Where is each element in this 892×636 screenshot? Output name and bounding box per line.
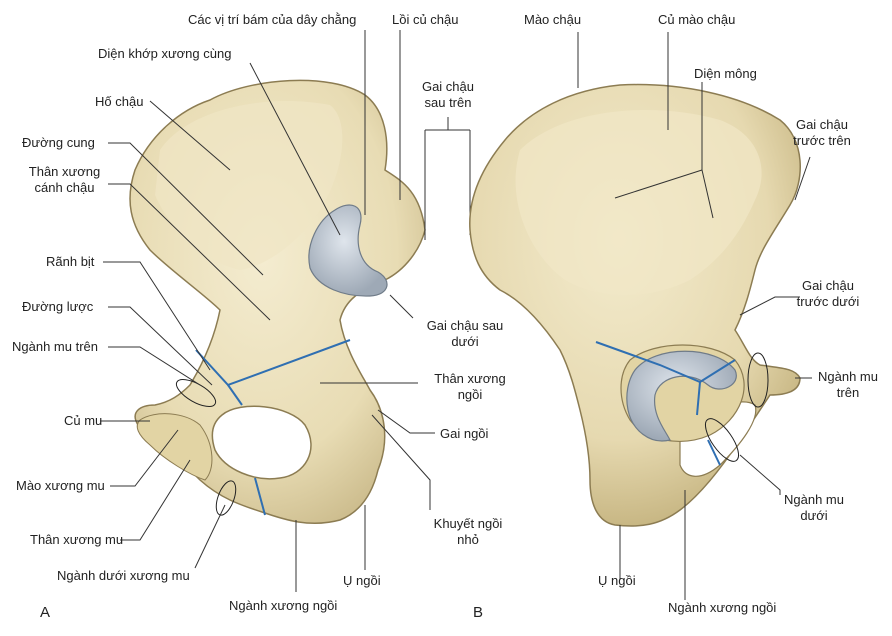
label-inferior-pubic-ramus-b: Ngành mu dưới bbox=[774, 492, 854, 524]
auricular-surface-cartilage bbox=[308, 204, 388, 297]
obturator-foramen-a bbox=[211, 405, 312, 480]
label-psis: Gai chậu sau trên bbox=[418, 79, 478, 111]
label-iliac-crest: Mào chậu bbox=[524, 12, 582, 27]
label-inferior-pubic-ramus-b-line2: dưới bbox=[800, 508, 828, 523]
label-superior-pubic-ramus-b: Ngành mu trên bbox=[808, 369, 888, 401]
label-superior-pubic-ramus-b-line2: trên bbox=[836, 385, 860, 400]
label-auricular-surface: Diện khớp xương cùng bbox=[98, 46, 232, 61]
suture-line-a-2 bbox=[227, 384, 243, 406]
label-asis-line2: trước trên bbox=[793, 133, 851, 148]
label-asis-line1: Gai chậu bbox=[795, 117, 849, 132]
label-ilium-body: Thân xương cánh chậu bbox=[22, 164, 107, 196]
label-aiis: Gai chậu trước dưới bbox=[788, 278, 868, 310]
suture-line-a-3 bbox=[254, 477, 266, 516]
label-superior-pubic-ramus-b-line1: Ngành mu bbox=[818, 369, 878, 384]
label-lesser-sciatic-notch: Khuyết ngồi nhỏ bbox=[418, 516, 518, 548]
label-ischium-body-line1: Thân xương bbox=[434, 371, 506, 386]
inferior-ramus-section-b bbox=[704, 418, 740, 462]
label-iliac-fossa: Hố chậu bbox=[95, 94, 144, 109]
suture-line-b-3 bbox=[707, 439, 721, 466]
iliac-fossa-shade bbox=[155, 101, 343, 270]
label-asis: Gai chậu trước trên bbox=[782, 117, 862, 149]
pubic-symphysis-surface bbox=[136, 413, 213, 481]
label-pectineal-line: Đường lược bbox=[22, 299, 94, 314]
label-pubic-tubercle: Củ mu bbox=[64, 413, 103, 428]
label-iliac-tuberosity: Lồi củ chậu bbox=[392, 12, 459, 27]
label-ischial-ramus-a: Ngành xương ngồi bbox=[229, 598, 338, 613]
label-psis-line1: Gai chậu bbox=[421, 79, 475, 94]
label-tubercle-of-crest: Củ mào chậu bbox=[658, 12, 736, 27]
lunate-surface-cartilage bbox=[626, 350, 737, 442]
suture-line-b-1 bbox=[595, 341, 736, 384]
label-obturator-groove: Rãnh bịt bbox=[46, 254, 95, 269]
label-lesser-sciatic-notch-line1: Khuyết ngồi bbox=[433, 516, 503, 531]
leader-lines-b bbox=[577, 32, 812, 600]
label-ischium-body: Thân xương ngồi bbox=[420, 371, 520, 403]
superior-ramus-section-a bbox=[175, 379, 217, 407]
label-ligament-sites: Các vị trí bám của dây chằng bbox=[188, 12, 357, 27]
superior-ramus-section-b bbox=[747, 352, 769, 408]
label-aiis-line2: trước dưới bbox=[796, 294, 860, 309]
panel-label-b: B bbox=[473, 604, 484, 621]
label-pis-line1: Gai chậu sau bbox=[426, 318, 504, 333]
label-ischial-ramus-b: Ngành xương ngồi bbox=[668, 600, 777, 615]
label-inferior-pubic-ramus-b-line1: Ngành mu bbox=[784, 492, 844, 507]
label-ilium-body-line2: cánh chậu bbox=[34, 180, 95, 195]
panel-label-a: A bbox=[40, 604, 51, 621]
suture-line-b-2 bbox=[696, 381, 701, 416]
label-inferior-pubic-ramus-a: Ngành dưới xương mu bbox=[57, 568, 190, 583]
label-ischium-body-line2: ngồi bbox=[457, 387, 483, 402]
label-psis-line2: sau trên bbox=[424, 95, 472, 110]
label-ilium-body-line1: Thân xương bbox=[28, 164, 101, 179]
label-ischial-spine: Gai ngồi bbox=[440, 426, 489, 441]
label-aiis-line1: Gai chậu bbox=[801, 278, 855, 293]
label-pis-line2: dưới bbox=[451, 334, 479, 349]
hip-bone-lateral-view bbox=[469, 83, 801, 527]
label-ischial-tuberosity-b: Ụ ngồi bbox=[598, 573, 636, 588]
label-pubic-crest: Mào xương mu bbox=[16, 478, 105, 493]
label-pis: Gai chậu sau dưới bbox=[415, 318, 515, 350]
leader-lines-a bbox=[100, 30, 471, 592]
label-superior-pubic-ramus-a: Ngành mu trên bbox=[12, 339, 98, 354]
gluteal-surface-shade bbox=[515, 110, 762, 295]
label-arcuate-line: Đường cung bbox=[22, 135, 95, 150]
label-lesser-sciatic-notch-line2: nhỏ bbox=[457, 532, 479, 547]
label-ischial-tuberosity-a: Ụ ngồi bbox=[343, 573, 381, 588]
hip-bone-medial-view bbox=[129, 79, 426, 525]
label-gluteal-surface: Diện mông bbox=[694, 66, 757, 81]
label-pubis-body: Thân xương mu bbox=[30, 532, 124, 547]
